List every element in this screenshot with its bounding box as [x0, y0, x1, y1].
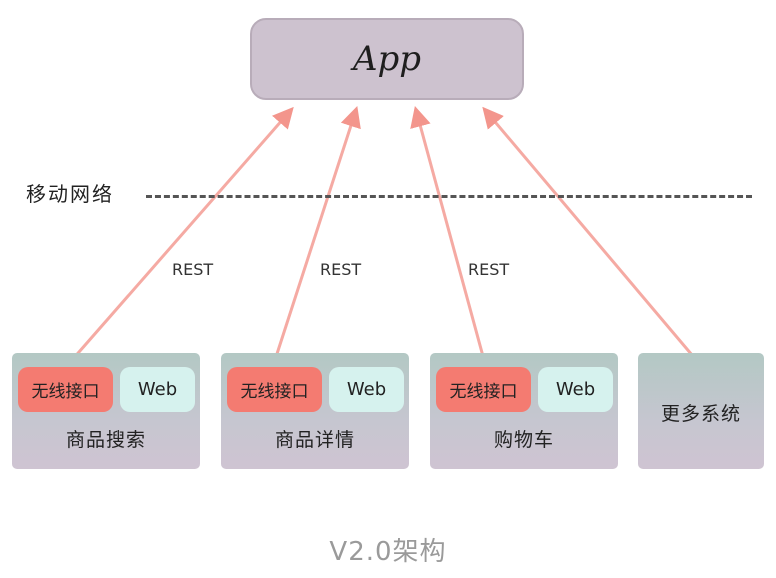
rest-label: REST [172, 260, 214, 279]
system-name: 商品详情 [274, 429, 355, 451]
wireless-interface-pill: 无线接口 [436, 367, 531, 412]
app-label: App [352, 39, 422, 79]
rest-label: REST [320, 260, 362, 279]
arrow-detail-to-app [273, 106, 361, 361]
web-pill: Web [329, 367, 404, 412]
app-node: App [250, 18, 524, 100]
arrow-cart-to-app [410, 105, 486, 361]
web-pill: Web [120, 367, 195, 412]
arrow-search-to-app [70, 106, 294, 361]
system-name: 购物车 [493, 429, 554, 451]
rest-label: REST [468, 260, 510, 279]
system-name: 商品搜索 [65, 429, 146, 451]
system-product-search: 无线接口 Web 商品搜索 [12, 353, 200, 469]
network-label: 移动网络 [26, 182, 114, 206]
system-shopping-cart: 无线接口 Web 购物车 [430, 353, 618, 469]
system-product-detail: 无线接口 Web 商品详情 [221, 353, 409, 469]
network-dashed-line [146, 195, 752, 198]
system-name: 更多系统 [660, 403, 741, 425]
system-more: 更多系统 [638, 353, 764, 469]
wireless-interface-pill: 无线接口 [227, 367, 322, 412]
diagram-caption: V2.0架构 [329, 537, 447, 567]
web-pill: Web [538, 367, 613, 412]
arrow-more-to-app [482, 106, 694, 356]
wireless-interface-pill: 无线接口 [18, 367, 113, 412]
